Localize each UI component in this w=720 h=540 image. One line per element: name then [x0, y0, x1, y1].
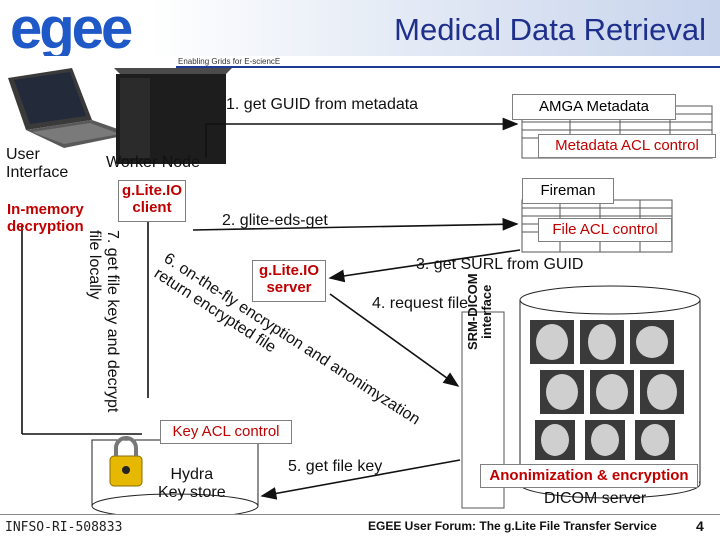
- dicom-server-label: DICOM server: [544, 490, 647, 507]
- arrow-step4: [329, 293, 460, 387]
- key-acl-label: Key ACL control: [172, 423, 280, 440]
- subtitle: Enabling Grids for E-sciencE: [178, 57, 281, 66]
- glite-client-box: g.Lite.IO client: [118, 180, 186, 222]
- arrow-step2: [192, 217, 519, 231]
- metadata-acl-label: Metadata ACL control: [555, 137, 699, 154]
- footer-divider: [0, 514, 720, 515]
- amga-box: AMGA Metadata: [512, 94, 676, 120]
- amga-label: AMGA Metadata: [538, 98, 650, 115]
- step4-label: 4. request file: [372, 295, 469, 312]
- server-tower-icon: [114, 68, 232, 164]
- arrow-step5: [260, 459, 461, 500]
- step2-label: 2. glite-eds-get: [222, 212, 328, 229]
- fireman-label: Fireman: [540, 182, 596, 199]
- laptop-icon: [8, 68, 132, 148]
- step3-label: 3. get SURL from GUID: [416, 256, 584, 273]
- anonimization-box: Anonimization & encryption: [480, 464, 698, 488]
- footer-project-id: INFSO-RI-508833: [5, 520, 123, 535]
- title-band: [150, 0, 720, 56]
- arrow-step3: [328, 249, 521, 283]
- metadata-acl-box: Metadata ACL control: [538, 134, 716, 158]
- anonimization-label: Anonimization & encryption: [489, 467, 689, 484]
- user-interface-label: User Interface: [6, 146, 69, 181]
- glite-server-label: g.Lite.IO server: [259, 262, 319, 297]
- egee-logo: egee: [10, 4, 135, 56]
- fireman-box: Fireman: [522, 178, 614, 204]
- header: egee Medical Data Retrieval Enabling Gri…: [0, 0, 720, 68]
- hydra-label: Hydra Key store: [158, 466, 226, 501]
- file-acl-label: File ACL control: [552, 221, 658, 238]
- logo-text: egee: [10, 4, 132, 56]
- glite-server-box: g.Lite.IO server: [252, 260, 326, 302]
- srm-dicom-label: SRM-DICOM interface: [465, 273, 495, 350]
- step7-label: 7. get file key and decrypt file locally: [85, 230, 121, 413]
- worker-node-label: Worker Node: [106, 154, 200, 171]
- padlock-icon: [109, 436, 143, 487]
- glite-client-label: g.Lite.IO client: [122, 182, 182, 217]
- step1-label: 1. get GUID from metadata: [226, 96, 419, 113]
- file-acl-box: File ACL control: [538, 218, 672, 242]
- header-divider: [176, 66, 720, 68]
- footer-event: EGEE User Forum: The g.Lite File Transfe…: [368, 519, 657, 533]
- page-number: 4: [696, 518, 704, 534]
- in-memory-decryption-label: In-memory decryption: [7, 201, 84, 235]
- page-title: Medical Data Retrieval: [394, 12, 706, 47]
- step5-label: 5. get file key: [288, 458, 383, 475]
- key-acl-box: Key ACL control: [160, 420, 292, 444]
